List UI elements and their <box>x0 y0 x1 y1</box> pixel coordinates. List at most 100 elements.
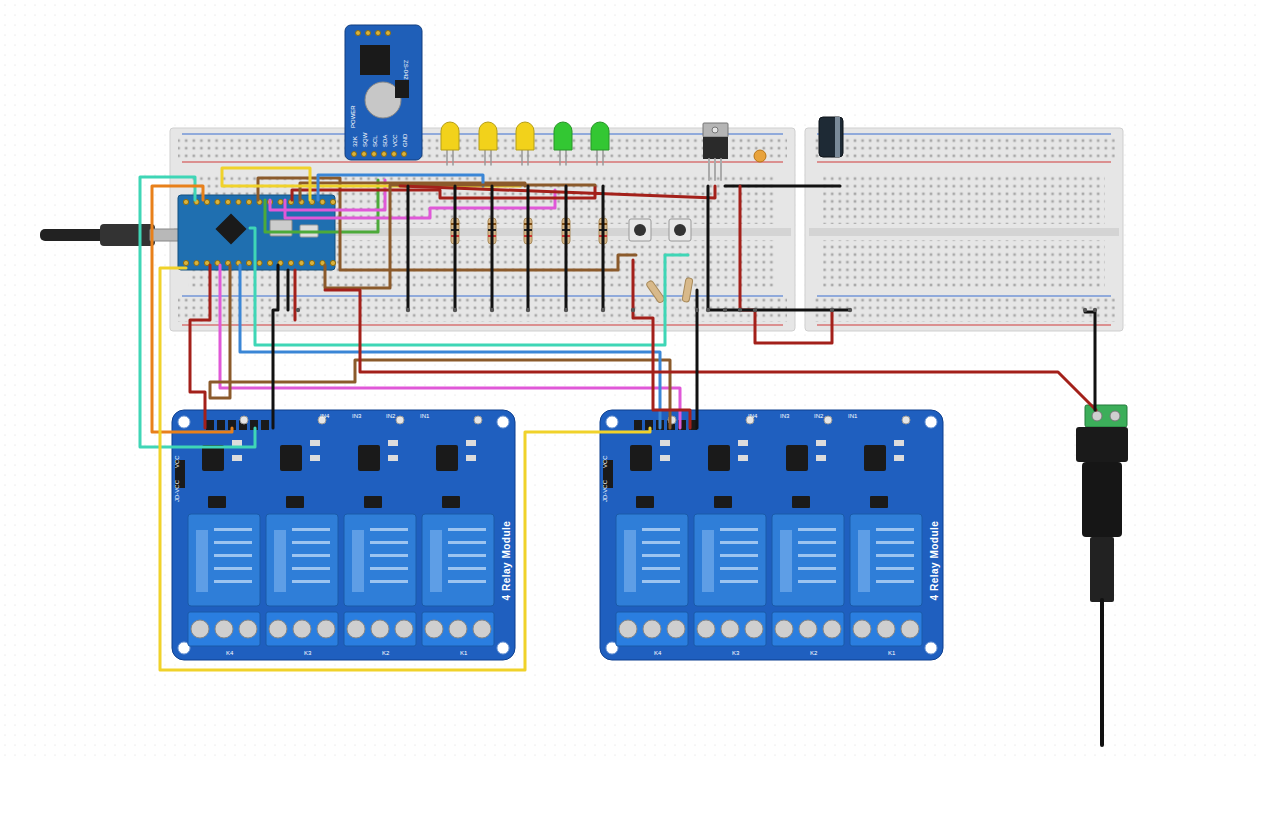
background-grid <box>0 0 1263 760</box>
relay-marking <box>876 567 914 570</box>
header-pin <box>382 152 387 157</box>
relay-marking <box>624 530 636 592</box>
voltage-regulator <box>703 137 728 159</box>
center-channel <box>809 228 1119 236</box>
pin-label: VCC <box>174 455 181 468</box>
regulator-hole <box>712 127 718 133</box>
ceramic-capacitor <box>754 150 766 162</box>
rtc-module <box>345 25 422 160</box>
led-leg <box>527 148 529 165</box>
jumper-wire <box>325 290 1096 410</box>
jumper-wire <box>325 185 595 288</box>
jumper-wire <box>740 186 832 343</box>
pin-label: ZS-042 <box>402 60 409 80</box>
led <box>591 122 609 150</box>
resistor <box>646 280 665 304</box>
components <box>40 25 843 304</box>
relay-marking <box>448 567 486 570</box>
led-leg <box>484 148 486 165</box>
header-pin <box>362 152 367 157</box>
wire-end <box>753 308 757 312</box>
rail-line <box>182 296 783 297</box>
button-cap <box>634 224 646 236</box>
indicator-led <box>902 416 910 424</box>
relay-label: K2 <box>382 650 389 657</box>
pin-label: IN4 <box>748 413 757 420</box>
relay-marking <box>642 580 680 583</box>
header-pin <box>217 420 225 430</box>
jumper-wire <box>250 228 688 345</box>
resistor-smd <box>660 440 670 446</box>
push-button <box>629 219 651 241</box>
relay-marking <box>370 528 408 531</box>
header-pin <box>288 260 293 265</box>
relay-marking <box>448 541 486 544</box>
wire-end <box>296 308 300 312</box>
header-pin <box>215 199 220 204</box>
relay-marking <box>214 580 252 583</box>
screw-terminal <box>449 620 467 638</box>
pin-label: JD-VCC <box>602 480 609 502</box>
relay-marking <box>448 580 486 583</box>
wire-end <box>490 308 494 312</box>
screw-terminal <box>619 620 637 638</box>
rtc-chip <box>360 45 390 75</box>
screw-terminal <box>775 620 793 638</box>
relay-marking <box>702 530 714 592</box>
screw-terminal <box>395 620 413 638</box>
relay-marking <box>214 528 252 531</box>
terminal-block <box>772 612 844 646</box>
mount-hole <box>925 416 937 428</box>
terminal-strip <box>823 176 1105 224</box>
rail-line <box>817 162 1111 163</box>
jumper-wire <box>725 185 840 188</box>
jack-plug <box>1090 537 1114 602</box>
header-pin <box>372 152 377 157</box>
resistor-smd <box>310 440 320 446</box>
relay-marking <box>720 541 758 544</box>
resistor-smd <box>466 455 476 461</box>
jumper-wire <box>400 186 715 198</box>
screw-terminal <box>191 620 209 638</box>
pin-label: SQW <box>362 133 369 147</box>
terminal-block <box>344 612 416 646</box>
header-pin <box>320 199 325 204</box>
screw-terminal <box>721 620 739 638</box>
breadboard <box>805 128 1123 331</box>
header-pin <box>299 260 304 265</box>
resistor-smd <box>232 455 242 461</box>
relay-marking <box>370 567 408 570</box>
resistor-smd <box>660 455 670 461</box>
relay-marking <box>642 567 680 570</box>
screw-terminal <box>425 620 443 638</box>
screw-terminal <box>1110 411 1120 421</box>
screw-terminal <box>371 620 389 638</box>
terminal-block <box>616 612 688 646</box>
header-pin <box>309 260 314 265</box>
led <box>441 122 459 150</box>
optocoupler <box>630 445 652 471</box>
relay-marking <box>292 567 330 570</box>
relay-marking <box>292 541 330 544</box>
screw-terminal <box>293 620 311 638</box>
breadboard-body <box>805 128 1123 331</box>
relay <box>266 514 338 606</box>
pin-label: IN1 <box>420 413 429 420</box>
relay-marking <box>274 530 286 592</box>
relay-marking <box>448 528 486 531</box>
resistor-smd <box>738 440 748 446</box>
indicator-led <box>474 416 482 424</box>
button-cap <box>674 224 686 236</box>
jumper-wire <box>190 265 210 428</box>
relay <box>188 514 260 606</box>
push-button <box>669 219 691 241</box>
relay-module-illustration <box>600 410 943 660</box>
header-pin <box>392 152 397 157</box>
regulator-leg <box>714 159 716 180</box>
header-pin <box>402 152 407 157</box>
screw-terminal <box>269 620 287 638</box>
jumper-wire <box>287 270 290 310</box>
header-pin <box>225 199 230 204</box>
